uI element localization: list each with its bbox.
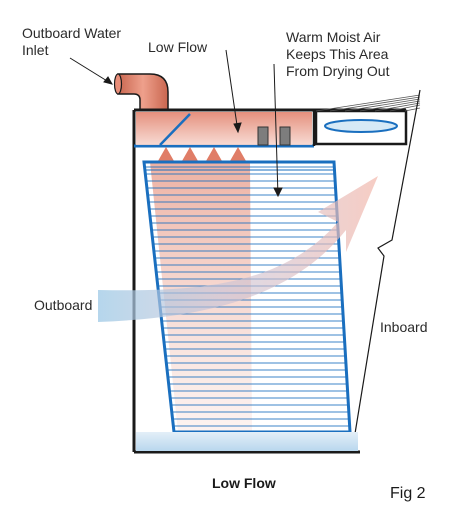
cold-water-basin [136,432,358,451]
water-inlet-pipe [113,73,169,111]
spray-nozzles [157,146,247,163]
label-inboard: Inboard [380,319,427,335]
label-outboard: Outboard [34,297,92,313]
leader-lines [69,49,283,198]
label-low-flow-top: Low Flow [148,39,208,55]
diagram-caption: Low Flow [212,475,276,491]
airflow-arrow [98,176,378,322]
label-warm-moist-air: Warm Moist Air Keeps This Area From Dryi… [286,29,392,79]
figure-number: Fig 2 [390,485,426,502]
fan-stack-lines [315,94,421,112]
hot-water-basin [136,112,312,146]
label-outboard-water-inlet: Outboard Water Inlet [22,25,125,58]
fan-deck [314,94,421,146]
inboard-break-line [351,89,421,453]
